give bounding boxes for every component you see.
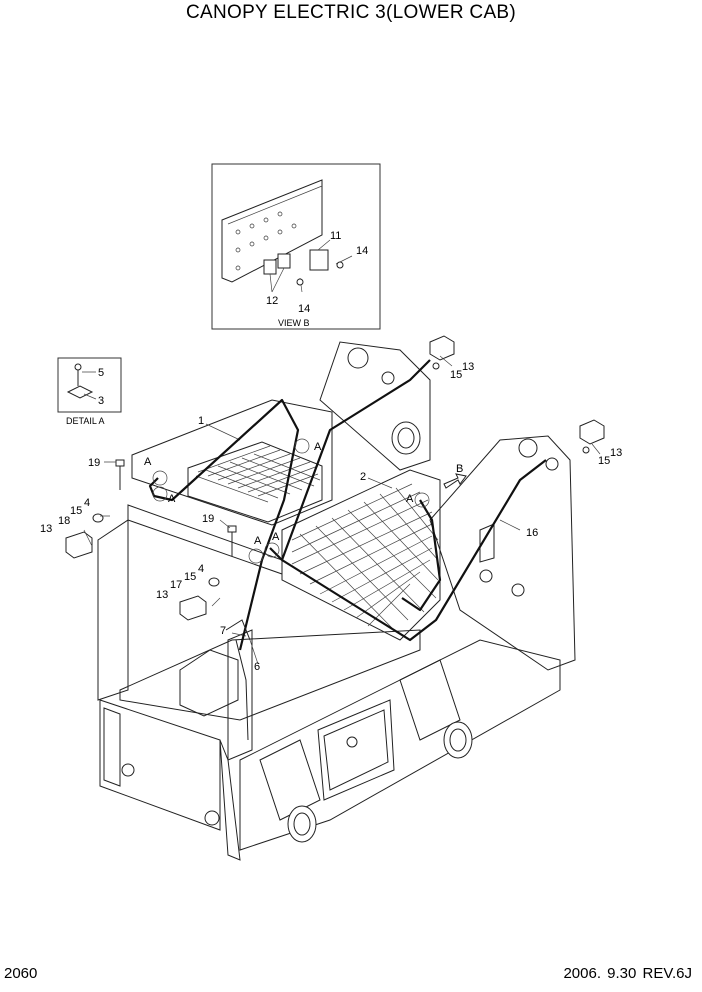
callout-6: 6: [254, 661, 260, 673]
callout-4: 4: [84, 497, 90, 509]
right-pivot: [518, 438, 538, 458]
left-mount: [121, 763, 135, 777]
relay-13-center: [179, 595, 207, 621]
callout-1: 1: [198, 415, 204, 427]
canopy-roof: [131, 399, 333, 526]
view-b-callout: 12: [266, 295, 278, 307]
right-lift-arm: [429, 435, 576, 671]
lower-cab-frame: [65, 335, 605, 861]
harness-2: [269, 459, 547, 642]
view-b-callout: 14: [356, 245, 368, 257]
left-front-post: [97, 519, 129, 701]
left-lift-tower: [319, 341, 431, 471]
screw-14b: [296, 278, 304, 286]
left-mount-rear: [204, 810, 220, 826]
rear-bulkhead: [281, 469, 441, 641]
view-b-arrow: [443, 473, 467, 489]
date-revision: 2006. 9.30 REV.6J: [563, 965, 692, 982]
callout-15: 15: [450, 369, 462, 381]
relay-11: [309, 249, 329, 271]
callout-2: 2: [360, 471, 366, 483]
view-b-caption: VIEW B: [278, 318, 310, 328]
callout-19: 19: [202, 513, 214, 525]
right-arm-slot: [479, 523, 495, 563]
harness-1: [148, 398, 300, 651]
detail-a-caption: DETAIL A: [66, 416, 105, 426]
view-b-callout: 14: [298, 303, 310, 315]
view-b-callout: 11: [330, 230, 341, 242]
relay-13-tower-left: [429, 335, 455, 361]
callout-13: 13: [462, 361, 474, 373]
page-title: CANOPY ELECTRIC 3(LOWER CAB): [185, 2, 517, 23]
callout-13: 13: [610, 447, 622, 459]
callout-17: 17: [170, 579, 182, 591]
callout-15: 15: [184, 571, 196, 583]
part-callouts: 1 2 4 4 6 7 13 13 13 13 15 15 15 15 16 1…: [40, 361, 622, 673]
bulkhead-mesh: [291, 483, 439, 629]
detail-a-callout: 5: [98, 367, 104, 379]
left-step: [103, 707, 121, 787]
detail-a-frame: [57, 357, 122, 413]
callout-19: 19: [88, 457, 100, 469]
right-pin: [545, 457, 559, 471]
access-cover: [317, 699, 395, 801]
relay-12: [263, 253, 291, 275]
roof-vent-grid: [187, 441, 323, 523]
view-b-inset: 11 14 12 14 VIEW B: [211, 163, 381, 330]
left-tower-boss: [391, 421, 421, 455]
callout-15: 15: [70, 505, 82, 517]
harness-6: [235, 639, 249, 741]
left-pivot: [347, 347, 369, 369]
view-b-bracket: [221, 179, 323, 283]
harness-3: [280, 359, 431, 561]
grommet-4a: [92, 513, 104, 523]
relay-13-left: [65, 531, 93, 559]
left-lower-panel: [99, 699, 221, 831]
callout-7: 7: [220, 625, 226, 637]
right-pin-lower-2: [511, 583, 525, 597]
harness-4: [401, 499, 442, 612]
lower-chassis: [239, 639, 561, 851]
callout-13: 13: [40, 523, 52, 535]
view-b-holes: [235, 211, 297, 271]
floor-pedal-housing: [179, 649, 239, 717]
relay-13-tower-right: [579, 419, 605, 445]
callout-15: 15: [598, 455, 610, 467]
view-marker-a: A: [406, 493, 414, 505]
view-marker-b: B: [456, 463, 463, 475]
front-left-leg: [219, 739, 241, 861]
callout-13: 13: [156, 589, 168, 601]
right-pin-lower: [479, 569, 493, 583]
detail-a-callout: 3: [98, 395, 104, 407]
front-axle-hub: [259, 739, 321, 843]
view-marker-a: A: [272, 531, 280, 543]
left-pin: [381, 371, 395, 385]
view-a-markers: [152, 438, 430, 564]
view-marker-a: A: [144, 456, 152, 468]
screw-14a: [336, 261, 344, 269]
callout-18: 18: [58, 515, 70, 527]
view-marker-a: A: [168, 493, 176, 505]
access-cover-hole: [346, 736, 358, 748]
view-marker-a: A: [254, 535, 262, 547]
cab-floor: [119, 629, 421, 721]
callout-4: 4: [198, 563, 204, 575]
callout-16: 16: [526, 527, 538, 539]
view-b-frame: [211, 163, 381, 330]
view-marker-a: A: [314, 441, 322, 453]
grommet-4b: [208, 577, 220, 587]
harness-7: [225, 619, 251, 641]
rear-axle-hub: [399, 659, 473, 759]
page-number: 2060: [4, 965, 38, 982]
detail-a-inset: 5 3 DETAIL A: [57, 357, 122, 426]
wiring-harness: [148, 359, 547, 741]
